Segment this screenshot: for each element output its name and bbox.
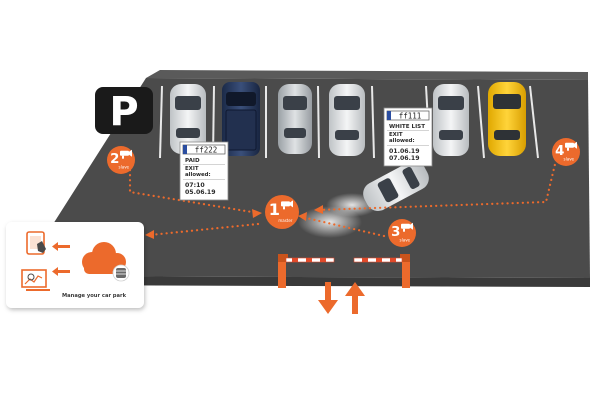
parking-sign: P <box>95 87 153 135</box>
computer-chart-icon <box>21 269 50 291</box>
ticket-status: WHITE LIST <box>389 124 425 130</box>
ticket-exit-label: EXIT <box>185 166 199 172</box>
down-arrow-icon <box>318 282 338 314</box>
camera-number: 2 <box>110 152 119 167</box>
barrier-gate <box>278 254 410 288</box>
ticket-line-1: 01.06.19 <box>389 148 420 155</box>
database-icon <box>112 264 130 282</box>
parked-car <box>433 84 469 156</box>
ticket-line-2: 05.06.19 <box>185 189 216 196</box>
ticket-allowed-label: allowed: <box>185 172 211 178</box>
ticket-line-2: 07.06.19 <box>389 155 420 162</box>
camera-number: 4 <box>555 144 564 159</box>
up-arrow-icon <box>345 282 365 314</box>
management-caption: Manage your car park <box>62 293 127 299</box>
plate-number: ff111 <box>399 112 422 121</box>
ticket-status: PAID <box>185 158 200 164</box>
camera-role: master <box>278 218 292 223</box>
camera-icon <box>281 200 293 210</box>
camera-icon <box>120 149 132 159</box>
camera-icon <box>565 141 577 151</box>
camera-role: slave <box>564 156 575 161</box>
camera-number: 1 <box>269 200 280 219</box>
camera-role: slave <box>119 164 130 169</box>
parked-taxi <box>488 82 526 156</box>
parked-car <box>278 84 312 154</box>
data-links <box>128 158 558 238</box>
parked-car <box>329 84 365 156</box>
management-panel-content: Manage your car park <box>21 231 130 299</box>
ticket-exit-label: EXIT <box>389 132 403 138</box>
camera-role: slave <box>400 237 411 242</box>
panel-arrows <box>52 242 70 276</box>
ticket-line-1: 07:10 <box>185 182 205 189</box>
camera-icon <box>401 222 413 232</box>
tablet-touch-icon <box>26 231 46 255</box>
parking-space-lines <box>159 85 539 159</box>
parked-truck <box>222 82 260 156</box>
parking-sign-letter: P <box>109 89 138 135</box>
moving-car <box>298 161 429 238</box>
camera-number: 3 <box>391 225 400 240</box>
link-arrowheads <box>145 205 323 239</box>
parked-car <box>170 84 206 154</box>
ticket-allowed-label: allowed: <box>389 138 415 144</box>
plate-number: ff222 <box>195 146 218 155</box>
plate-tickets: ff222PAIDEXITallowed:07:1005.06.19ff111W… <box>179 107 433 201</box>
